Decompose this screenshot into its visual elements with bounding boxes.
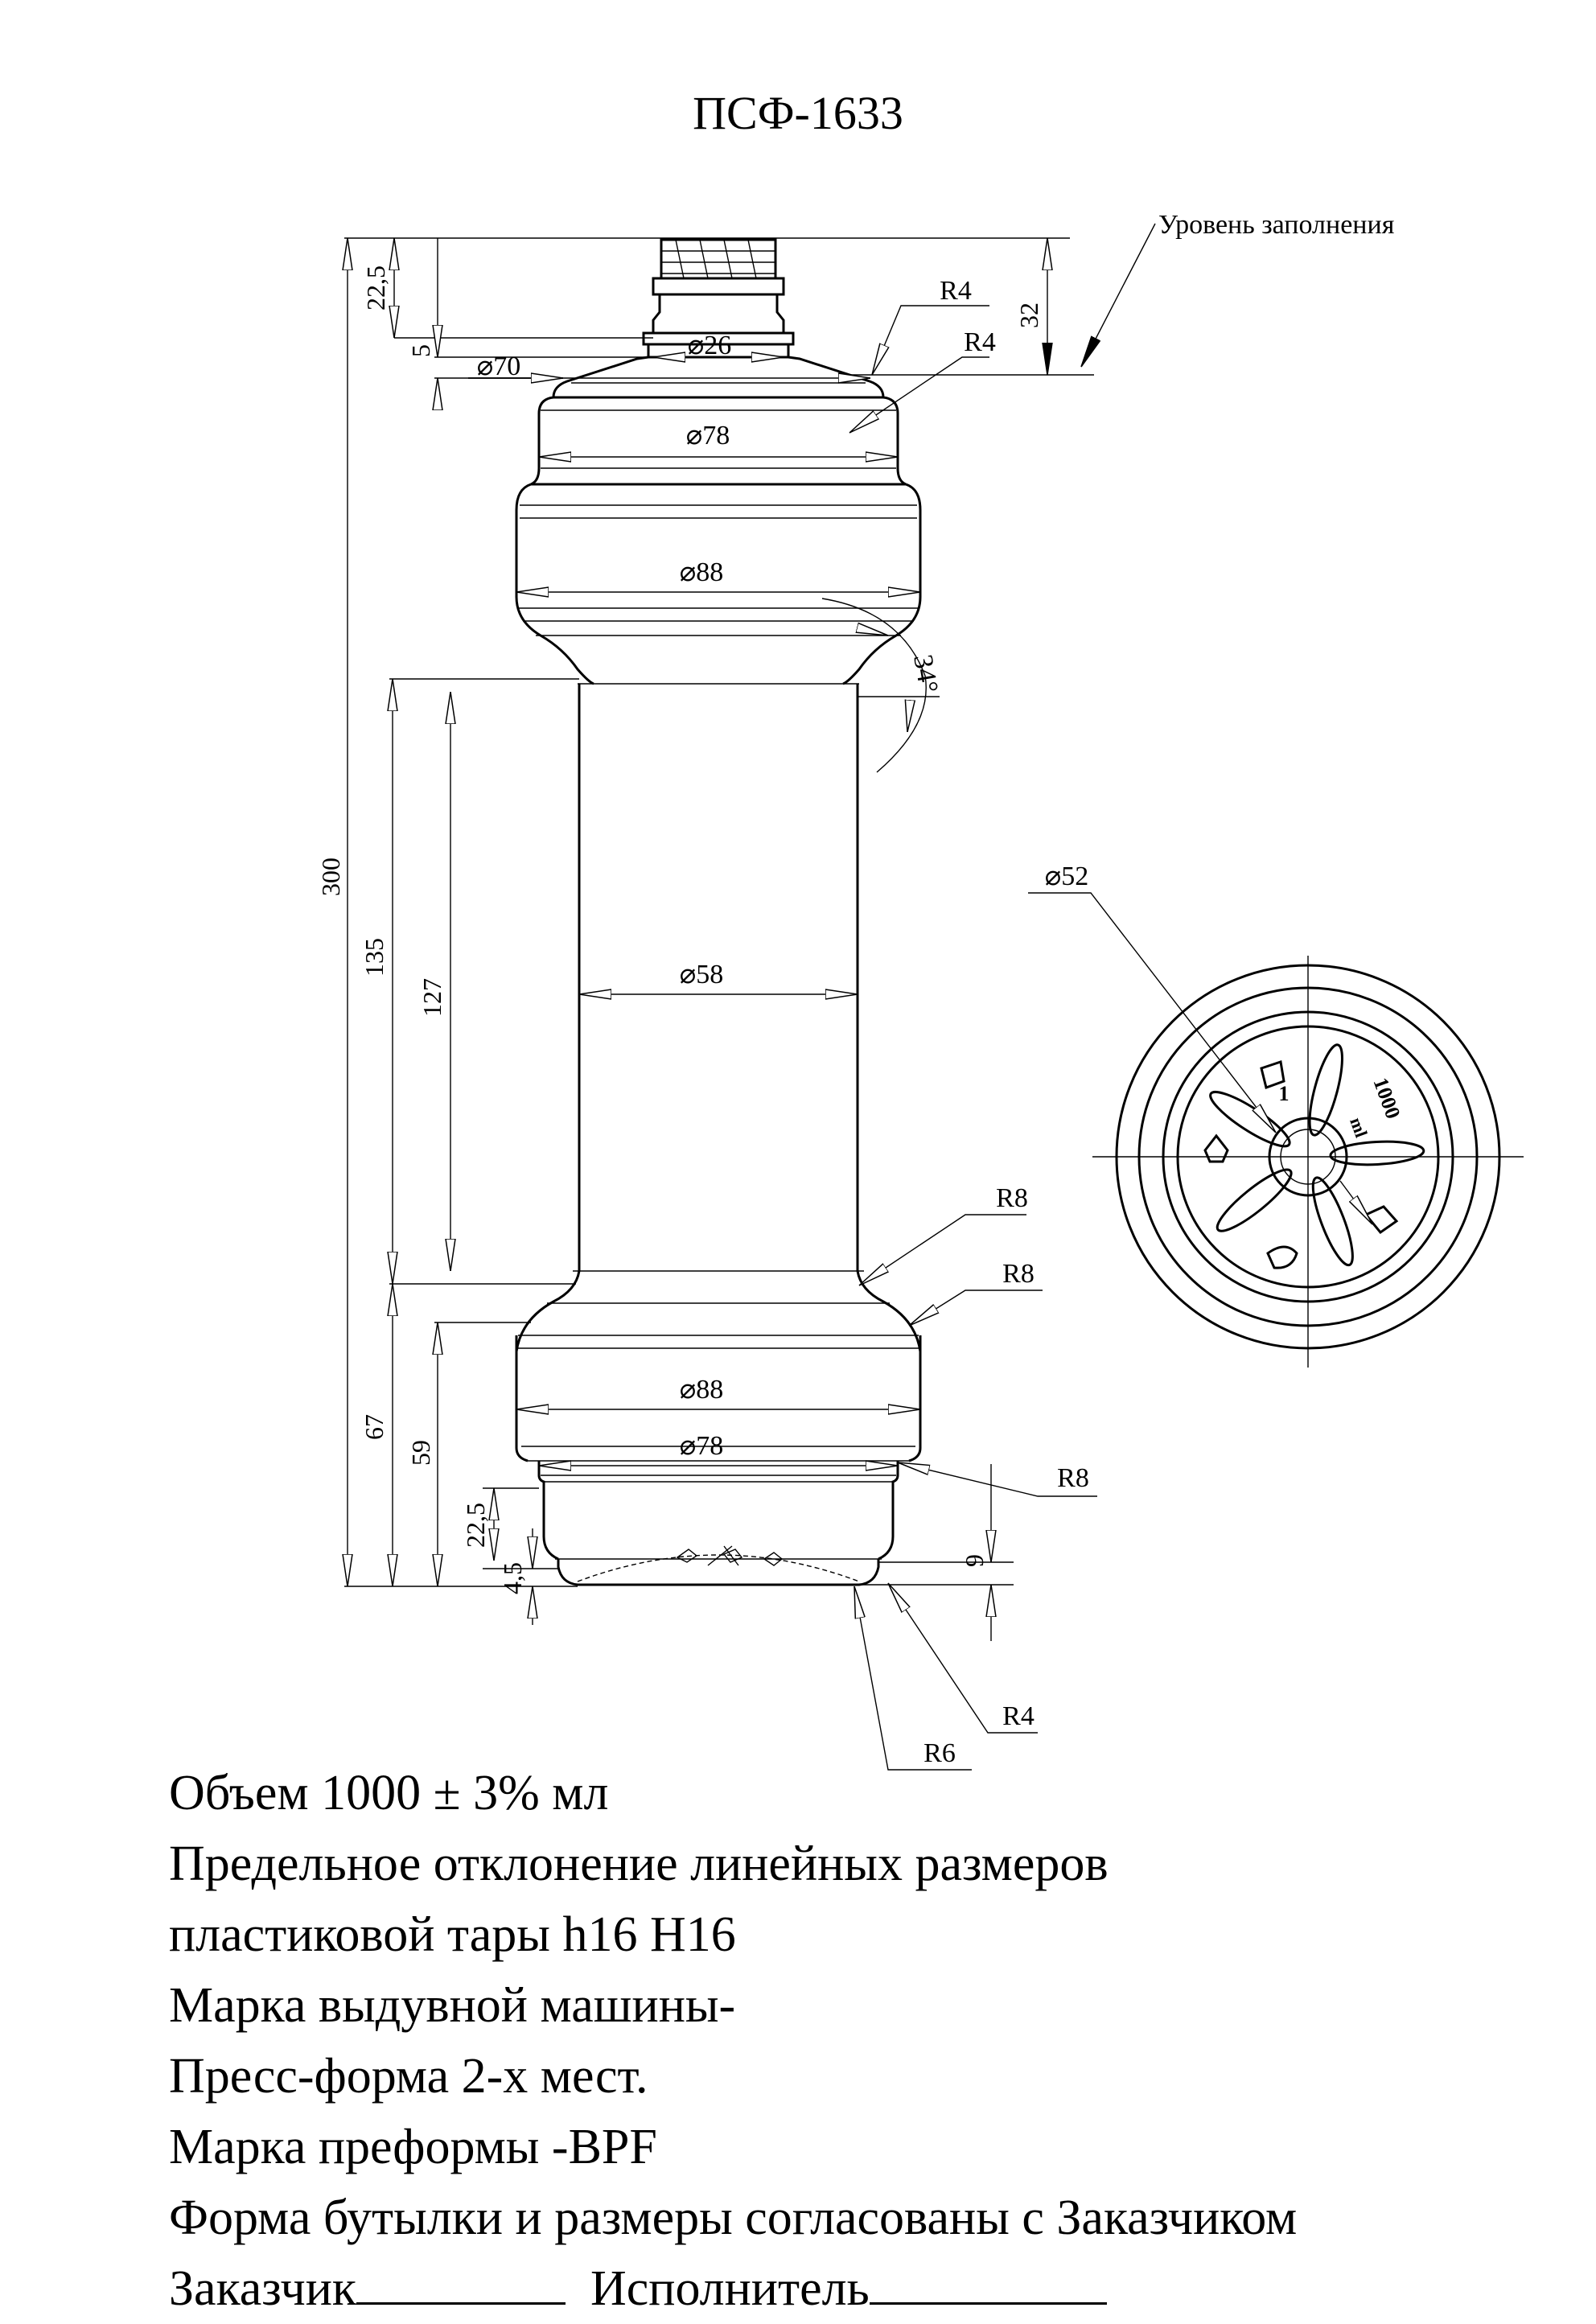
- note-machine: Марка выдувной машины-: [169, 1978, 736, 2033]
- diameter-dimensions: ⌀26 ⌀70 ⌀78 ⌀88 ⌀58 ⌀88 ⌀78: [468, 331, 920, 1466]
- dim-diam-70: ⌀70: [477, 352, 520, 381]
- customer-label: Заказчик: [169, 2261, 357, 2316]
- dim-diam-52: ⌀52: [1045, 862, 1088, 891]
- callout-fill-level: Уровень заполнения: [1158, 210, 1395, 240]
- dim-angle-34: 34°: [907, 652, 944, 695]
- base-view: 1 1000 ml ⌀52: [1028, 862, 1524, 1368]
- dim-neck-ring: 5: [406, 344, 435, 357]
- dim-r6: R6: [923, 1738, 956, 1768]
- signature-line: Заказчик Исполнитель: [169, 2253, 1536, 2324]
- mold-mark-icon: [1203, 1133, 1229, 1163]
- note-tolerance-2: пластиковой тары h16 H16: [169, 1907, 736, 1962]
- base-petals: [1209, 1043, 1425, 1267]
- dim-base-step: 4,5: [498, 1562, 527, 1594]
- note-preform: Марка преформы -BPF: [169, 2120, 657, 2174]
- drawing-title: ПСФ-1633: [693, 87, 903, 139]
- note-approval: Форма бутылки и размеры согласованы с За…: [169, 2190, 1298, 2245]
- dim-r8-b: R8: [1002, 1259, 1035, 1289]
- dim-r4-bottom: R4: [1002, 1701, 1035, 1731]
- dim-r4-top2: R4: [964, 327, 996, 357]
- contractor-signature-blank[interactable]: [869, 2262, 1107, 2305]
- dim-diam-88-bottom: ⌀88: [680, 1375, 723, 1405]
- cavity-mark-icon: [1266, 1245, 1298, 1269]
- dim-300: 300: [316, 858, 345, 896]
- base-mark-unit: ml: [1346, 1115, 1372, 1141]
- dim-r8-c: R8: [1057, 1463, 1089, 1493]
- base-mark-volume: 1000: [1368, 1075, 1405, 1122]
- dim-r4-top1: R4: [940, 276, 972, 306]
- dim-59: 59: [406, 1440, 435, 1466]
- recycle-icon: [1260, 1060, 1285, 1089]
- technical-drawing: ПСФ-1633: [316, 87, 1524, 1771]
- dim-diam-58: ⌀58: [680, 960, 723, 989]
- angle-dimension: 34°: [821, 598, 944, 773]
- manufacturer-mark-icon: [1364, 1205, 1399, 1235]
- note-tolerance-1: Предельное отклонение линейных размеров: [169, 1837, 1109, 1891]
- notes-block: Объем 1000 ± 3% мл Предельное отклонение…: [169, 1758, 1536, 2324]
- dim-67: 67: [360, 1414, 389, 1440]
- note-mold: Пресс-форма 2-х мест.: [169, 2049, 648, 2104]
- dim-diam-78-bottom: ⌀78: [680, 1431, 723, 1461]
- note-volume: Объем 1000 ± 3% мл: [169, 1766, 609, 1820]
- contractor-label: Исполнитель: [590, 2261, 870, 2316]
- vertical-dimensions: 300 22,5 5 135 127 67 59 22,5 4,5 32 9: [316, 238, 1047, 1641]
- base-mark-code: 1: [1279, 1082, 1290, 1105]
- dim-diam-78-top: ⌀78: [686, 421, 730, 450]
- dim-diam-88-top: ⌀88: [680, 557, 723, 587]
- radius-leaders: R4 R4 Уровень заполнения R8 R8 R8 R4 R6: [849, 210, 1395, 1771]
- dim-r8-a: R8: [996, 1183, 1028, 1213]
- dim-base-band: 22,5: [461, 1503, 490, 1548]
- dim-base-recess: 9: [960, 1554, 989, 1567]
- dim-135: 135: [360, 938, 389, 977]
- dim-neck-height: 22,5: [361, 265, 390, 311]
- customer-signature-blank[interactable]: [356, 2262, 566, 2305]
- dim-fill-level: 32: [1014, 302, 1043, 328]
- dim-127: 127: [418, 978, 446, 1017]
- dim-diam-26: ⌀26: [688, 331, 731, 360]
